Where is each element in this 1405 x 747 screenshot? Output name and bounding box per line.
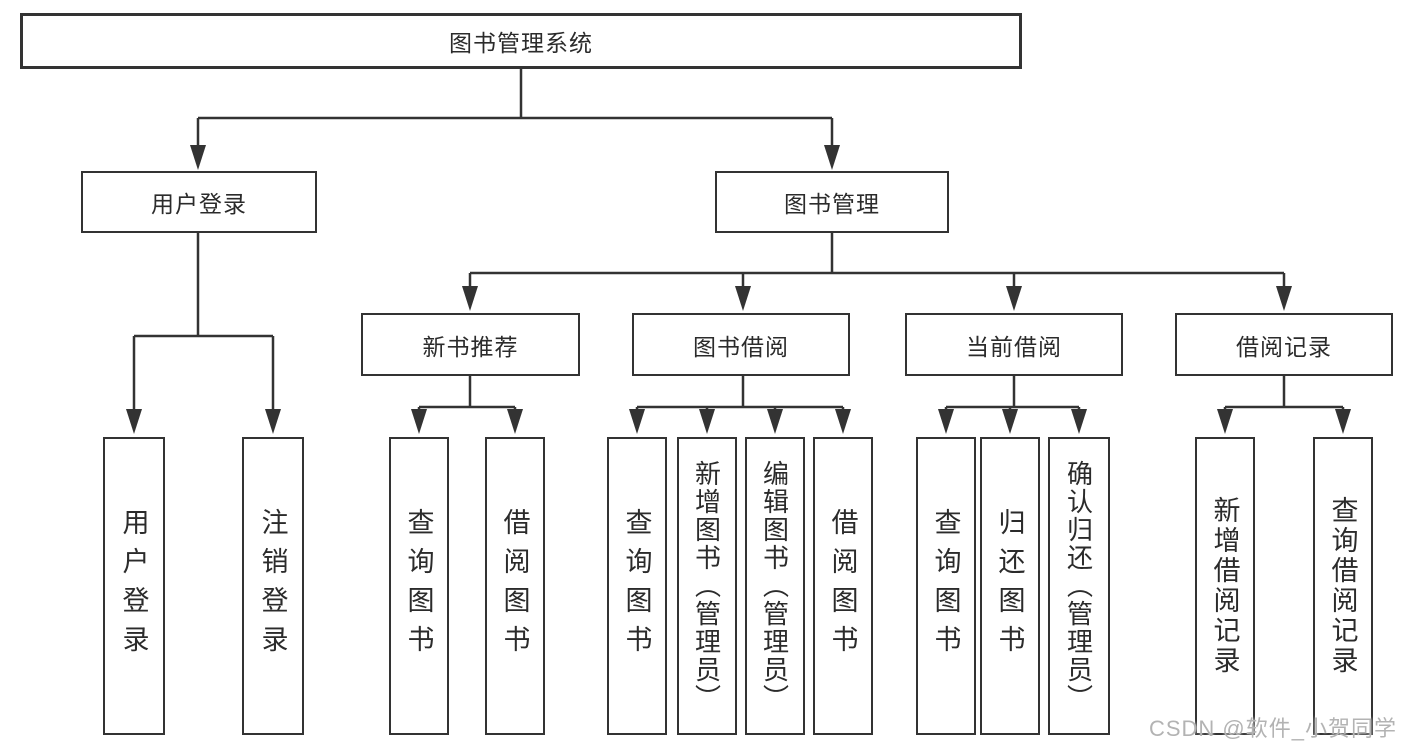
csdn-watermark: CSDN @软件_小贺同学 bbox=[1148, 716, 1397, 741]
arrowhead bbox=[735, 286, 751, 311]
node-label: 新增图书（管理员） bbox=[691, 460, 722, 712]
arrowhead bbox=[462, 286, 478, 311]
leaf-add-book-admin: 新增图书（管理员） bbox=[677, 437, 737, 735]
leaf-borrow-books: 借阅图书 bbox=[813, 437, 873, 735]
arrowhead bbox=[126, 409, 142, 434]
arrowhead bbox=[1071, 409, 1087, 434]
node-label: 查询图书 bbox=[930, 508, 961, 664]
node-new-book-recommend: 新书推荐 bbox=[361, 313, 580, 376]
connector-book-borrow-to-leaves bbox=[629, 376, 851, 434]
connector-new-book-recommend-to-leaves bbox=[411, 376, 523, 434]
connector-book-management-to-level3 bbox=[462, 233, 1292, 311]
arrowhead bbox=[835, 409, 851, 434]
leaf-confirm-return-admin: 确认归还（管理员） bbox=[1048, 437, 1110, 735]
leaf-query-books-recommend: 查询图书 bbox=[389, 437, 449, 735]
arrowhead bbox=[411, 409, 427, 434]
connector-borrow-record-to-leaves bbox=[1217, 376, 1351, 434]
arrowhead bbox=[1002, 409, 1018, 434]
arrowhead bbox=[1006, 286, 1022, 311]
node-current-borrow: 当前借阅 bbox=[905, 313, 1123, 376]
node-label: 归还图书 bbox=[994, 508, 1025, 664]
node-label: 图书借阅 bbox=[693, 333, 789, 360]
node-label: 查询借阅记录 bbox=[1327, 496, 1358, 676]
node-book-management: 图书管理 bbox=[715, 171, 949, 233]
arrowhead bbox=[699, 409, 715, 434]
arrowhead bbox=[1217, 409, 1233, 434]
arrowhead bbox=[767, 409, 783, 434]
arrowhead bbox=[265, 409, 281, 434]
node-label: 查询图书 bbox=[621, 508, 652, 664]
node-label: 用户登录 bbox=[151, 191, 247, 217]
node-user-login: 用户登录 bbox=[81, 171, 317, 233]
connector-root-to-level2 bbox=[190, 69, 840, 170]
node-label: 借阅图书 bbox=[827, 508, 858, 664]
leaf-edit-book-admin: 编辑图书（管理员） bbox=[745, 437, 805, 735]
node-label: 借阅图书 bbox=[499, 508, 530, 664]
node-label: 确认归还（管理员） bbox=[1063, 460, 1094, 712]
arrowhead bbox=[1276, 286, 1292, 311]
node-label: 编辑图书（管理员） bbox=[759, 460, 790, 712]
node-borrow-record: 借阅记录 bbox=[1175, 313, 1393, 376]
node-label: 注销登录 bbox=[257, 508, 288, 664]
leaf-query-books-current: 查询图书 bbox=[916, 437, 976, 735]
arrowhead bbox=[1335, 409, 1351, 434]
arrowhead bbox=[938, 409, 954, 434]
leaf-return-book: 归还图书 bbox=[980, 437, 1040, 735]
node-label: 用户登录 bbox=[118, 508, 149, 664]
node-label: 借阅记录 bbox=[1236, 333, 1332, 360]
node-label: 新书推荐 bbox=[422, 333, 519, 360]
connector-user-login-to-leaves bbox=[126, 233, 281, 434]
arrowhead bbox=[629, 409, 645, 434]
leaf-query-borrow-record: 查询借阅记录 bbox=[1313, 437, 1373, 735]
node-book-borrow: 图书借阅 bbox=[632, 313, 850, 376]
node-label: 当前借阅 bbox=[966, 333, 1062, 360]
node-label: 图书管理 bbox=[784, 191, 880, 217]
leaf-user-login: 用户登录 bbox=[103, 437, 165, 735]
node-label: 查询图书 bbox=[403, 508, 434, 664]
leaf-add-borrow-record: 新增借阅记录 bbox=[1195, 437, 1255, 735]
arrowhead bbox=[507, 409, 523, 434]
node-label: 图书管理系统 bbox=[449, 30, 593, 56]
leaf-borrow-books-recommend: 借阅图书 bbox=[485, 437, 545, 735]
connector-current-borrow-to-leaves bbox=[938, 376, 1087, 434]
node-label: 新增借阅记录 bbox=[1209, 496, 1240, 676]
node-root: 图书管理系统 bbox=[20, 13, 1022, 69]
arrowhead bbox=[824, 145, 840, 170]
arrowhead bbox=[190, 145, 206, 170]
leaf-logout: 注销登录 bbox=[242, 437, 304, 735]
leaf-query-books-borrow: 查询图书 bbox=[607, 437, 667, 735]
